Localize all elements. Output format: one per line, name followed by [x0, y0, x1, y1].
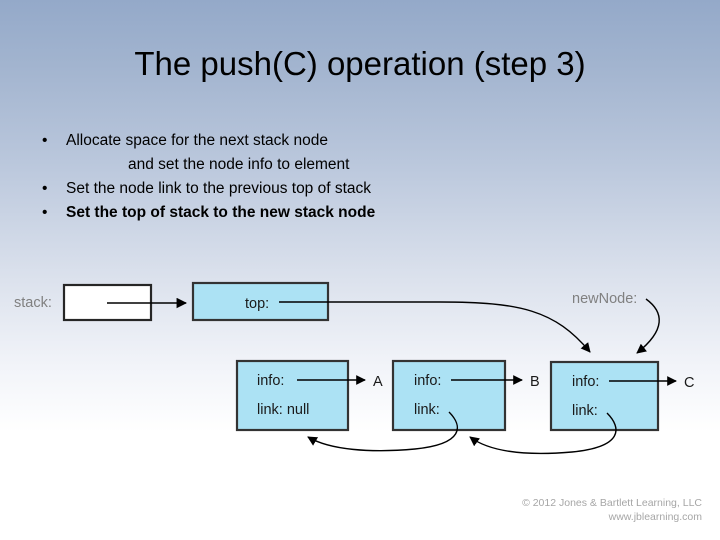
node-a-box: [235, 359, 350, 432]
copyright-footer: © 2012 Jones & Bartlett Learning, LLC ww…: [522, 496, 702, 524]
bullet-marker: •: [42, 132, 48, 149]
list-item: • Set the top of stack to the new stack …: [36, 201, 556, 225]
list-item-label: Set the node link to the previous top of…: [66, 180, 372, 197]
list-item-label: Set the top of stack to the new stack no…: [66, 204, 376, 221]
node-a-value: A: [373, 374, 383, 390]
node-c-link-label: link:: [572, 403, 598, 419]
top-to-nodeC-arrow: [279, 301, 591, 353]
bullet-list: • Allocate space for the next stack node…: [36, 129, 556, 225]
node-b-link-to-node-a-arrow: [307, 411, 458, 452]
stack-label: stack:: [14, 295, 52, 311]
list-item: • Allocate space for the next stack node: [36, 129, 556, 153]
list-item: • Set the node link to the previous top …: [36, 177, 556, 201]
node-c-info-label: info:: [572, 374, 599, 390]
bullet-marker: •: [42, 180, 48, 197]
node-b-value: B: [530, 374, 540, 390]
website-line: www.jblearning.com: [608, 511, 702, 523]
newnode-to-nodeC-arrow: [636, 298, 660, 354]
node-b-link-label: link:: [414, 402, 440, 418]
top-node-label: top:: [245, 296, 269, 312]
bullet-marker: •: [42, 204, 48, 221]
node-c-box: [549, 360, 660, 432]
copyright-line: © 2012 Jones & Bartlett Learning, LLC: [522, 497, 702, 509]
node-c-value: C: [684, 375, 694, 391]
node-a-info-label: info:: [257, 373, 284, 389]
list-item-label: Allocate space for the next stack node: [66, 132, 328, 149]
page-title: The push(C) operation (step 3): [134, 45, 586, 82]
node-c-link-to-node-b-arrow: [469, 412, 617, 455]
node-b-info-label: info:: [414, 373, 441, 389]
node-a-link-label: link: null: [257, 402, 309, 418]
list-item-continuation: and set the node info to element: [128, 156, 350, 173]
newnode-label: newNode:: [572, 291, 637, 307]
node-b-box: [391, 359, 507, 432]
